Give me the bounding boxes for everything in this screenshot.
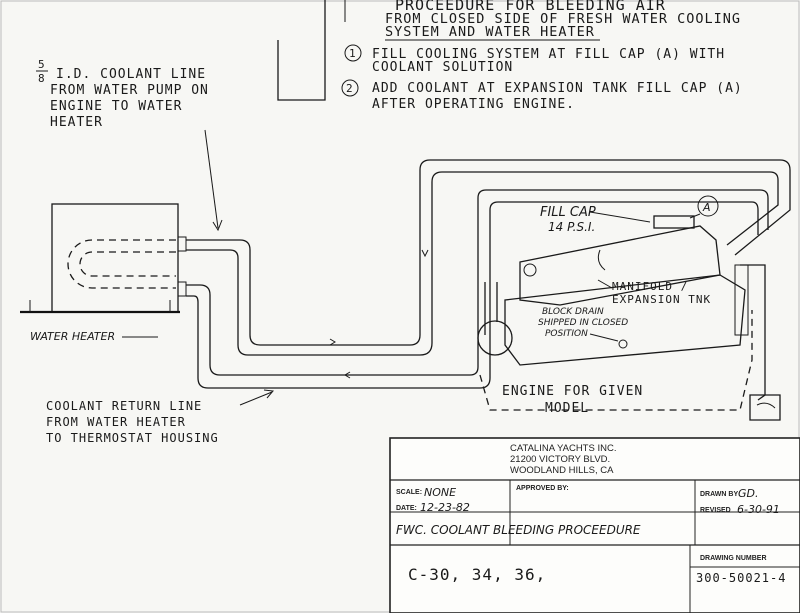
block-drain-label-2: SHIPPED IN CLOSED <box>538 318 628 328</box>
scale-label: SCALE: <box>396 489 422 496</box>
title-block-frame <box>389 437 800 613</box>
fill-cap-marker: A <box>702 201 711 214</box>
date-value: 12-23-82 <box>420 501 470 514</box>
drawing-number-label: DRAWING NUMBER <box>700 555 767 562</box>
step-2-badge <box>341 79 359 97</box>
manifold-label-1: MANIFOLD / <box>612 280 688 293</box>
company-address: 21200 VICTORY BLVD. <box>510 454 610 465</box>
engine-block <box>504 274 746 366</box>
header-line-2: FROM CLOSED SIDE OF FRESH WATER COOLING <box>385 11 741 27</box>
drawing-number-value: 300-50021-4 <box>696 571 786 585</box>
coolant-line-label: 5 8 I.D. COOLANT LINE FROM WATER PUMP ON… <box>36 58 223 232</box>
revised-value: 6-30-91 <box>737 503 780 516</box>
return-leader-line <box>239 391 273 406</box>
engine-label-1: ENGINE FOR GIVEN <box>502 384 643 399</box>
block-drain-plug <box>618 339 628 349</box>
upper-frame <box>277 0 346 101</box>
water-heater <box>20 203 187 314</box>
date-label: DATE: <box>396 505 417 512</box>
fill-cap: FILL CAP 14 P.S.I. A <box>540 195 719 234</box>
company-name: CATALINA YACHTS INC. <box>510 443 616 454</box>
water-heater-label: WATER HEATER <box>30 330 115 343</box>
drawing-title: FWC. COOLANT BLEEDING PROCEEDURE <box>396 523 641 537</box>
step-1-number: 1 <box>349 47 357 60</box>
return-hose <box>186 189 769 389</box>
step-1-line-2: COOLANT SOLUTION <box>372 60 513 75</box>
exhaust-elbow <box>749 394 781 421</box>
pump-hose <box>484 282 498 335</box>
fill-cap-marker-leader <box>689 213 701 219</box>
step-2-number: 2 <box>346 82 354 95</box>
engine-label-2: MODEL <box>545 401 589 416</box>
coolant-line-text-2: FROM WATER PUMP ON <box>50 83 209 98</box>
heater-coil-inner <box>79 251 176 277</box>
step-2-line-2: AFTER OPERATING ENGINE. <box>372 97 575 112</box>
fill-cap-marker-circle <box>697 195 719 217</box>
step-1: 1 FILL COOLING SYSTEM AT FILL CAP (A) WI… <box>344 44 725 75</box>
header-line-3: SYSTEM AND WATER HEATER <box>385 24 595 40</box>
manifold-leader <box>597 279 613 289</box>
fill-cap-label-2: 14 P.S.I. <box>548 220 595 234</box>
engine-outline-dashed <box>479 310 753 411</box>
water-heater-box <box>51 203 179 313</box>
revised-label: REVISED <box>700 507 731 514</box>
fraction-numerator: 5 <box>38 58 46 71</box>
coolant-line-text-1: I.D. COOLANT LINE <box>56 67 206 82</box>
approved-label: APPROVED BY: <box>516 485 569 492</box>
header-line-1: PROCEEDURE FOR BLEEDING AIR <box>395 0 666 14</box>
coolant-leader-line <box>204 129 219 229</box>
block-drain-label-1: BLOCK DRAIN <box>542 307 604 317</box>
coolant-leader-arrow <box>212 219 223 232</box>
heater-fitting-top <box>177 236 187 252</box>
heater-coil-outer <box>67 239 176 289</box>
fraction-denominator: 8 <box>38 72 46 85</box>
model-list: C-30, 34, 36, <box>408 565 546 584</box>
scale-value: NONE <box>424 486 456 499</box>
exhaust-pipe <box>740 264 766 401</box>
exhaust-mark <box>756 402 776 409</box>
water-pump <box>477 320 513 356</box>
title-block <box>389 437 800 613</box>
manifold-label-2: EXPANSION TNK <box>612 293 711 306</box>
manifold-flow-arrow <box>597 249 606 271</box>
return-line-text-2: FROM WATER HEATER <box>46 415 186 429</box>
thermostat-fitting <box>523 263 537 277</box>
step-1-line-1: FILL COOLING SYSTEM AT FILL CAP (A) WITH <box>372 47 725 62</box>
engine <box>477 225 781 421</box>
step-2-line-1: ADD COOLANT AT EXPANSION TANK FILL CAP (… <box>372 81 743 96</box>
coolant-line-text-3: ENGINE TO WATER <box>50 99 182 114</box>
return-leader-arrow <box>263 389 274 399</box>
block-drain-label-3: POSITION <box>545 329 588 339</box>
fill-cap-label-1: FILL CAP <box>540 205 596 220</box>
return-line-label: COOLANT RETURN LINE FROM WATER HEATER TO… <box>46 389 274 445</box>
step-1-badge <box>344 44 362 62</box>
return-line-text-1: COOLANT RETURN LINE <box>46 399 202 413</box>
step-2: 2 ADD COOLANT AT EXPANSION TANK FILL CAP… <box>341 79 743 112</box>
supply-hose <box>186 159 791 356</box>
drawn-by-label: DRAWN BY <box>700 491 738 498</box>
block-drain-leader <box>589 333 619 342</box>
company-city: WOODLAND HILLS, CA <box>510 465 614 476</box>
drawn-by-value: GD. <box>738 487 759 500</box>
heater-fitting-bottom <box>177 281 187 297</box>
fill-cap-body <box>653 215 695 229</box>
return-line-text-3: TO THERMOSTAT HOUSING <box>46 431 219 445</box>
coolant-line-text-4: HEATER <box>50 115 103 130</box>
fill-cap-leader <box>589 211 651 223</box>
